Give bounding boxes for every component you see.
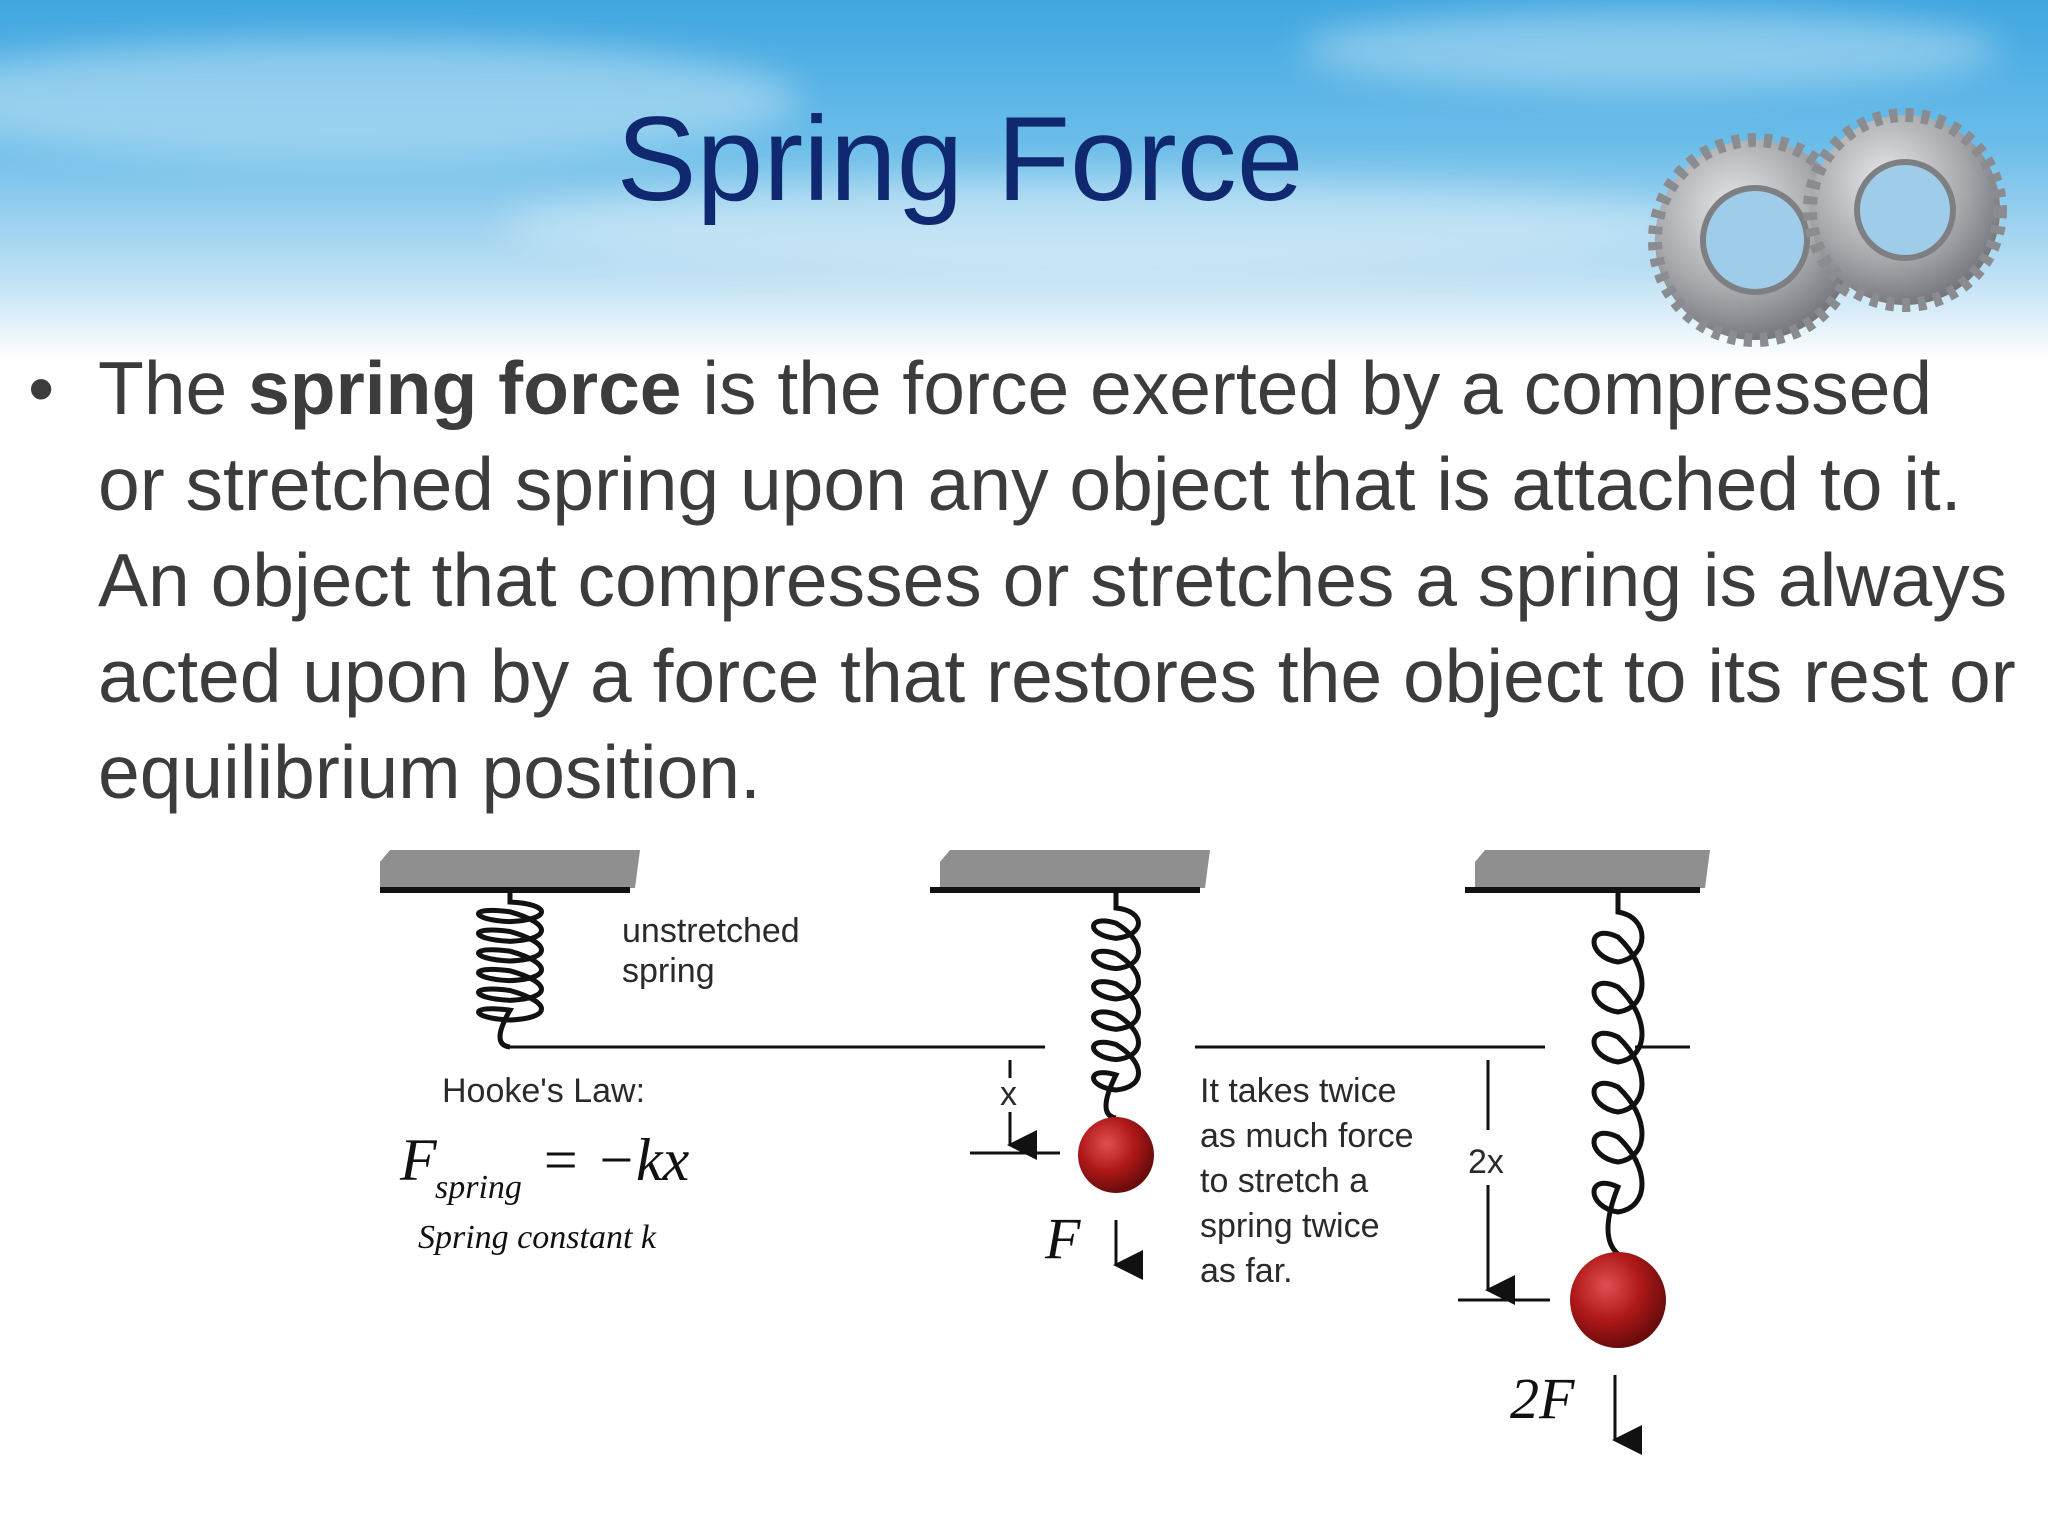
slide-title: Spring Force [616,92,1304,226]
note-line-1: It takes twice [1200,1072,1397,1110]
mass-2 [1570,1252,1666,1348]
bullet-paragraph: The spring force is the force exerted by… [98,340,2018,820]
gear-right [1803,108,2007,312]
ceiling-1 [380,850,640,893]
header-banner: Spring Force [0,0,2048,360]
spring-diagram: unstretched spring Hooke's Law: F spring… [380,850,1710,1455]
light-streak [0,40,800,160]
stretched-spring-2x [1591,890,1645,1256]
bullet-marker: • [28,346,55,430]
unstretched-spring [476,890,544,1050]
2x-label: 2x [1468,1143,1504,1181]
bullet-term: spring force [248,346,682,430]
force-1-label: F [1044,1206,1081,1271]
unstretched-label: unstretched [622,912,800,950]
gears-icon [1648,108,2007,347]
note-line-5: as far. [1200,1252,1293,1290]
mass-1 [1078,1117,1154,1193]
bullet-rest: is the force exerted by a compressed or … [98,346,2016,814]
note-line-4: spring twice [1200,1207,1380,1245]
light-streak [1300,10,2000,90]
formula-subscript: spring [435,1169,522,1206]
x-label: x [1000,1075,1017,1113]
ceiling-2 [930,850,1210,893]
hookes-law-label: Hooke's Law: [442,1072,645,1110]
stretched-spring-x [1091,890,1141,1121]
formula-rhs: = −kx [540,1127,690,1193]
formula-f: F [399,1127,438,1193]
hookes-law-formula: F spring = −kx [399,1127,690,1206]
note-line-3: to stretch a [1200,1162,1368,1200]
force-2-label: 2F [1510,1366,1575,1431]
spring-constant-label: Spring constant k [418,1219,657,1256]
spring-label: spring [622,952,715,990]
light-streak [500,180,1700,270]
note-line-2: as much force [1200,1117,1414,1155]
gear-left [1648,133,1862,347]
ceiling-3 [1465,850,1710,893]
bullet-prefix: The [98,346,249,430]
